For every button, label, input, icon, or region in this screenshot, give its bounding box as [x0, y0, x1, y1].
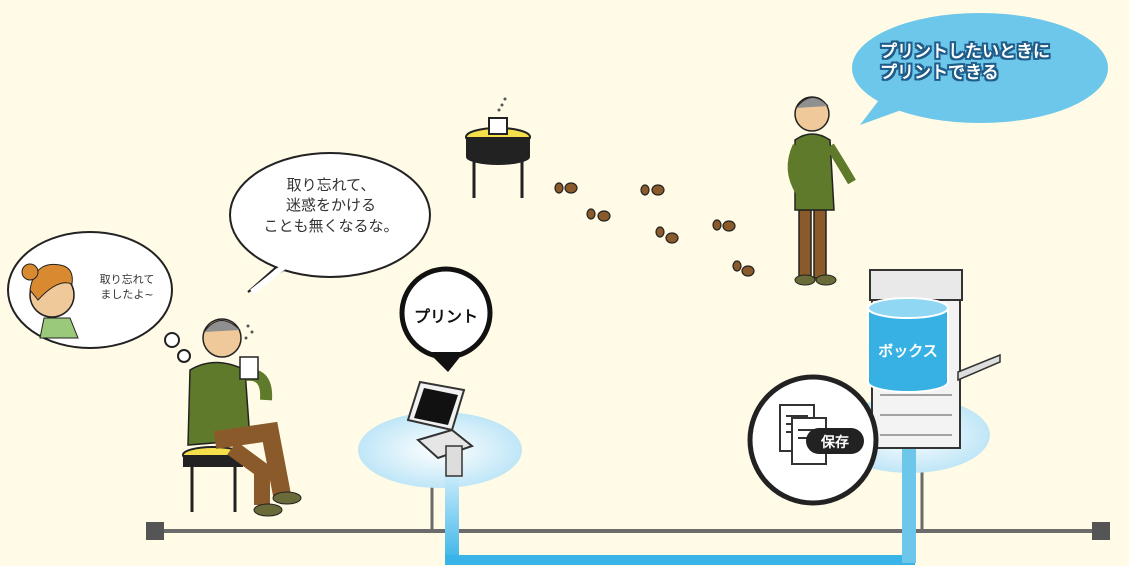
- man-speech-line-1: 取り忘れて、: [286, 176, 376, 194]
- woman-thought-bubble: [7, 231, 191, 363]
- callout-bubble: [852, 13, 1108, 125]
- woman-speech-line-1: 取り忘れて: [99, 273, 155, 286]
- sitting-man: [182, 318, 302, 517]
- callout-line-1: プリントしたいときに: [880, 42, 1050, 62]
- walking-man: [787, 96, 856, 286]
- woman-speech-line-2: ましたよ~: [100, 287, 154, 301]
- man-speech-bubble: [229, 152, 431, 295]
- callout-text: プリントしたいときに プリントできる: [880, 42, 1090, 85]
- print-label: プリント: [413, 307, 478, 326]
- save-badge: [747, 374, 879, 506]
- footprints: [554, 182, 755, 277]
- box-cylinder: [867, 297, 949, 393]
- man-speech-line-3: ことも無くなるな。: [263, 216, 399, 235]
- man-speech-text: 取り忘れて、 迷惑をかける ことも無くなるな。: [238, 175, 424, 236]
- man-speech-line-2: 迷惑をかける: [285, 196, 376, 215]
- print-terminal-icon: [406, 380, 475, 477]
- woman-speech-text: 取り忘れて ましたよ~: [92, 273, 162, 303]
- coffee-table: [465, 97, 531, 198]
- print-pin: [399, 266, 493, 372]
- box-label: ボックス: [878, 342, 938, 360]
- callout-line-2: プリントできる: [880, 63, 999, 84]
- save-label: 保存: [821, 435, 849, 451]
